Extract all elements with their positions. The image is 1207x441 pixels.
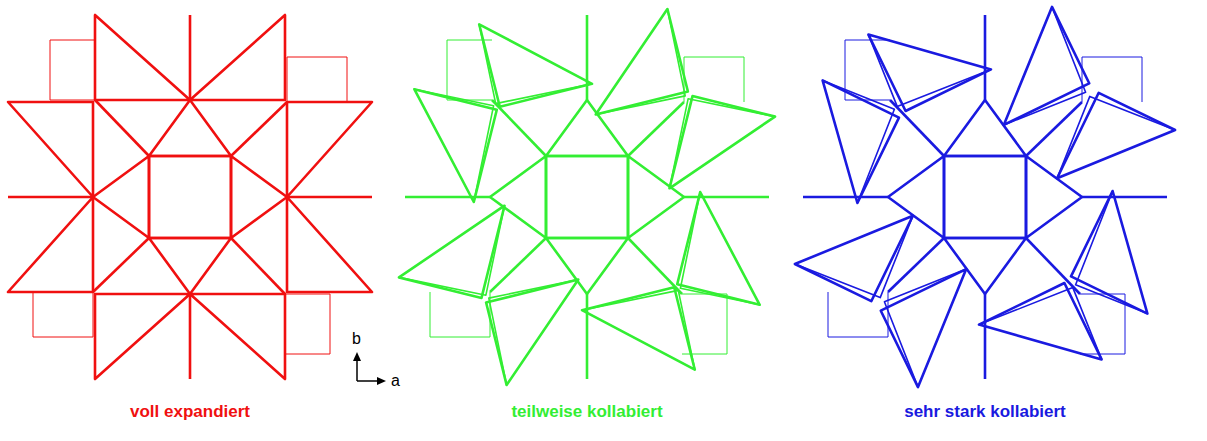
link-edge [628, 102, 684, 156]
polyhedron [8, 102, 93, 197]
polyhedron [888, 156, 944, 238]
polyhedra-network [795, 7, 1175, 387]
polyhedron-edge [399, 206, 505, 296]
link-edge [1026, 102, 1082, 156]
panel-caption: voll expandiert [130, 402, 250, 422]
polyhedron [1026, 156, 1082, 238]
polyhedron [596, 9, 688, 115]
polyhedron [95, 294, 190, 379]
axis-label: a [391, 372, 400, 390]
polyhedron [795, 216, 913, 301]
link-edge [1082, 196, 1167, 199]
polyhedron [287, 197, 372, 292]
axis-label: b [352, 330, 361, 348]
polyhedron [582, 287, 695, 370]
polyhedron [979, 283, 1102, 359]
link-edge [890, 100, 944, 156]
central-square [944, 156, 1026, 238]
unit-cell-mark [33, 292, 93, 337]
link-edge [95, 100, 149, 156]
link-edge [984, 15, 987, 100]
polyhedron-edge [489, 280, 579, 386]
polyhedron [190, 15, 285, 100]
polyhedron-edge [823, 80, 895, 203]
polyhedron-edge [670, 99, 776, 189]
panel-caption: sehr stark kollabiert [904, 402, 1066, 422]
polyhedron-edge [1076, 191, 1148, 314]
polyhedron [670, 96, 776, 188]
polyhedron-edge [582, 290, 695, 369]
polyhedron [944, 238, 1026, 294]
link-edge [586, 294, 589, 379]
link-edge [628, 238, 682, 294]
link-edge [803, 196, 888, 199]
polyhedron [190, 294, 285, 379]
polyhedron-edge [868, 35, 991, 107]
link-edge [405, 196, 490, 199]
polyhedron-edge [680, 192, 759, 305]
link-edge [189, 15, 192, 100]
polyhedron [399, 206, 505, 298]
link-edge [231, 238, 285, 294]
polyhedron [95, 15, 190, 100]
unit-cell-mark [287, 57, 347, 102]
polyhedron [677, 192, 760, 305]
polyhedron [8, 197, 93, 292]
central-square [546, 156, 628, 238]
polyhedron [93, 156, 149, 238]
unit-cell-mark [1082, 57, 1142, 102]
polyhedron [149, 238, 231, 294]
link-edge [490, 238, 546, 292]
polyhedron [149, 100, 231, 156]
link-edge [984, 294, 987, 379]
link-edge [189, 294, 192, 379]
polyhedron [287, 102, 372, 197]
link-edge [287, 196, 372, 199]
panel-caption: teilweise kollabiert [511, 402, 662, 422]
link-edge [586, 15, 589, 100]
polyhedra-network [399, 9, 775, 385]
polyhedra-network [8, 15, 372, 379]
link-edge [684, 196, 769, 199]
polyhedron [414, 89, 497, 202]
link-edge [492, 100, 546, 156]
polyhedron [823, 80, 899, 203]
unit-cell-mark [285, 294, 330, 354]
link-edge [8, 196, 93, 199]
polyhedron-edge [884, 269, 966, 387]
unit-cell-mark [828, 292, 888, 337]
polyhedron-edge [596, 9, 686, 115]
polyhedron-edge [414, 89, 493, 202]
polyhedron [1057, 93, 1175, 178]
polyhedron [479, 24, 592, 107]
link-edge [1026, 238, 1080, 294]
polyhedron [944, 100, 1026, 156]
polyhedron-edge [979, 288, 1102, 360]
axis-arrows [353, 352, 386, 385]
polyhedron-edge [1004, 7, 1086, 125]
polyhedron [231, 156, 287, 238]
link-edge [93, 238, 149, 292]
link-edge [888, 238, 944, 292]
unit-cell-mark [50, 40, 95, 100]
polyhedron [868, 35, 991, 111]
polyhedron [1071, 191, 1147, 314]
central-square [149, 156, 231, 238]
polyhedron-edge [479, 24, 592, 103]
polyhedron [486, 280, 578, 386]
link-edge [231, 102, 287, 156]
